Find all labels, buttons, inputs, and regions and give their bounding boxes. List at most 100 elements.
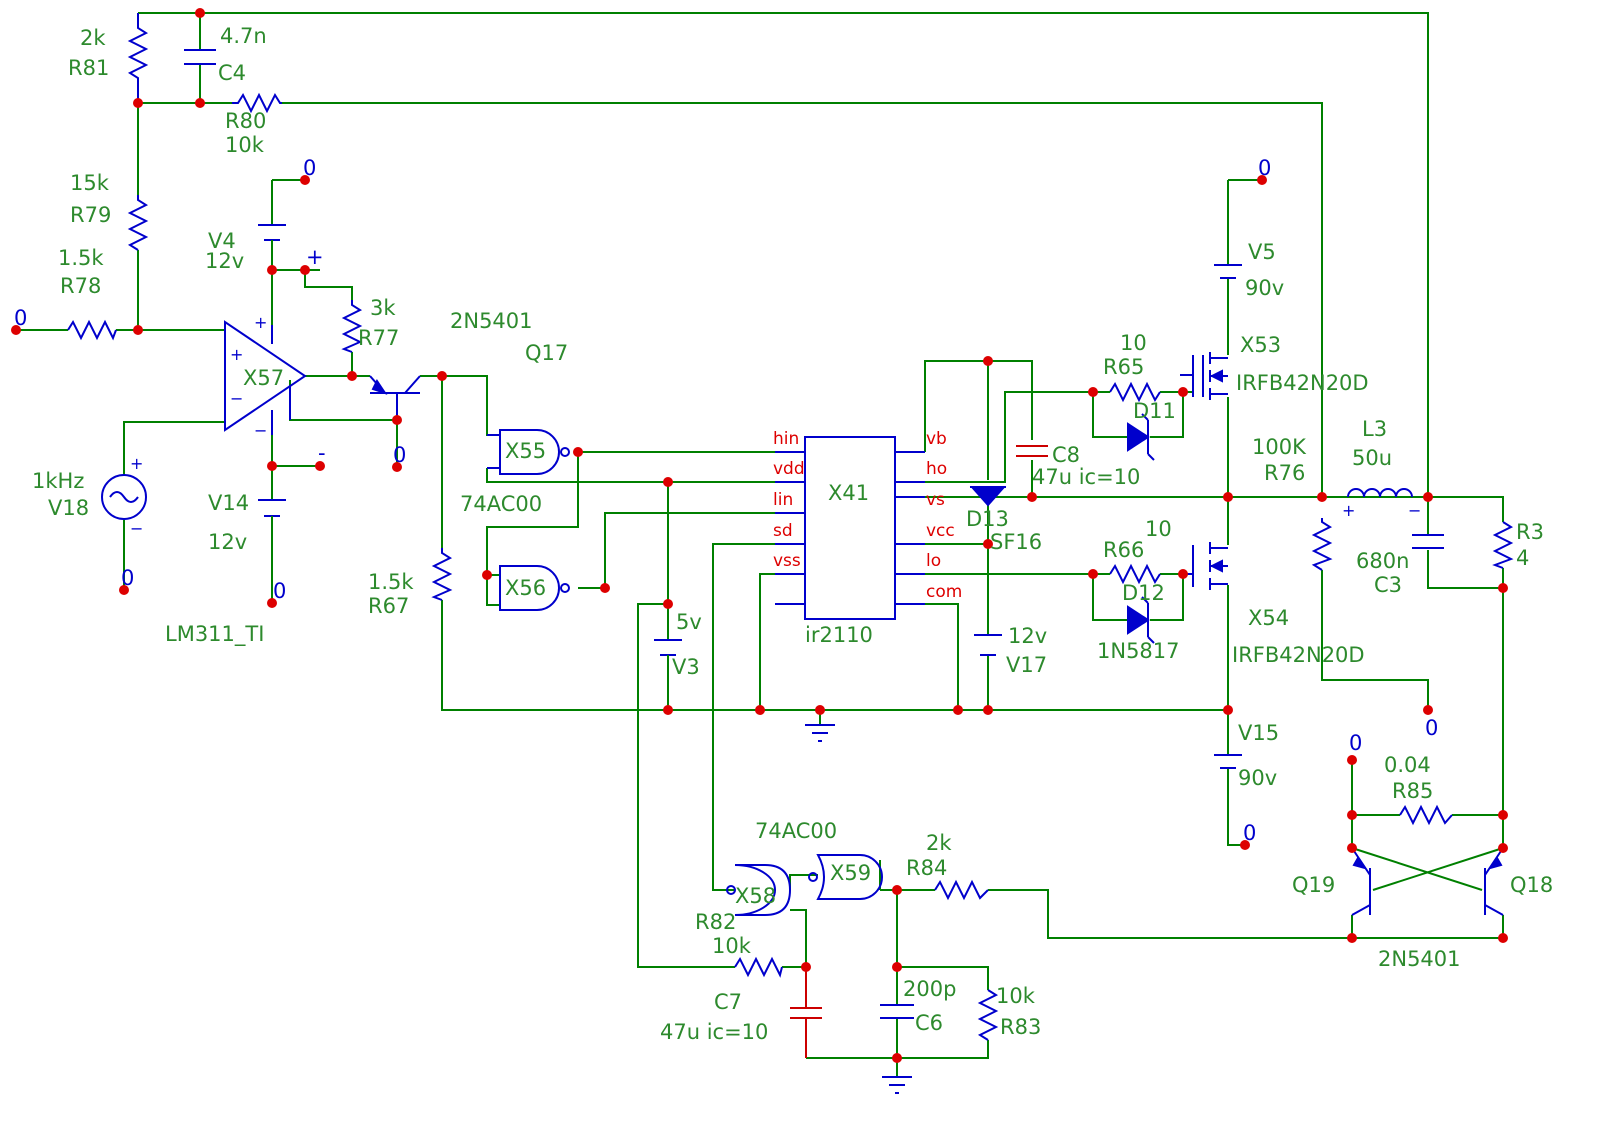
- zener-d11: [1127, 413, 1155, 461]
- label-r84: R84: [906, 856, 947, 880]
- source-v4: [258, 180, 286, 248]
- label-v4-val: 12v: [205, 249, 244, 273]
- label-v5: V5: [1248, 240, 1276, 264]
- wire-q17-col: [420, 375, 500, 436]
- capacitor-c6: [880, 1004, 914, 1019]
- label-r81: R81: [68, 56, 109, 80]
- label-r84-val: 2k: [926, 831, 952, 855]
- label-v17: V17: [1006, 653, 1047, 677]
- junction: [482, 570, 492, 580]
- junction: [267, 598, 277, 608]
- label-v4: V4: [208, 229, 236, 253]
- wire-x56-in2: [486, 575, 500, 606]
- junction: [1498, 933, 1508, 943]
- label-q17: Q17: [525, 341, 568, 365]
- label-d-type: 1N5817: [1097, 639, 1180, 663]
- ground-symbol-main: [805, 724, 835, 742]
- source-v14: [258, 499, 286, 530]
- junction: [815, 705, 825, 715]
- label-r67: R67: [368, 594, 409, 618]
- junction: [133, 325, 143, 335]
- resistor-r82: [734, 956, 783, 978]
- label-r78: R78: [60, 274, 101, 298]
- label-mosfet2: IRFB42N20D: [1232, 643, 1365, 667]
- node-gnd-v4: 0: [303, 156, 316, 180]
- label-c7-val: 47u ic=10: [660, 1020, 768, 1044]
- junction: [392, 415, 402, 425]
- label-r79-val: 15k: [70, 171, 110, 195]
- junction: [755, 705, 765, 715]
- label-q17-type: 2N5401: [450, 309, 533, 333]
- node-gnd-r78: 0: [14, 306, 27, 330]
- junction: [983, 705, 993, 715]
- junction: [892, 962, 902, 972]
- junction: [1240, 840, 1250, 850]
- label-v3-val: 5v: [676, 610, 702, 634]
- source-v5: [1214, 264, 1242, 279]
- label-c3: C3: [1374, 573, 1402, 597]
- junction: [347, 371, 357, 381]
- wire-vss: [759, 573, 775, 710]
- label-x58: X58: [735, 884, 776, 908]
- label-gate-type-1: 74AC00: [460, 492, 542, 516]
- wire-v15-bot: [1227, 768, 1245, 846]
- ac-source-v18: [101, 474, 147, 520]
- junction: [663, 477, 673, 487]
- label-c8: C8: [1052, 443, 1080, 467]
- resistor-r80: [232, 92, 282, 114]
- label-q19: Q19: [1292, 873, 1335, 897]
- node-v4-plus: +: [306, 245, 324, 269]
- label-c4-val: 4.7n: [220, 24, 267, 48]
- resistor-r85: [1399, 804, 1453, 826]
- label-freq: 1kHz: [32, 469, 84, 493]
- junction: [267, 461, 277, 471]
- junction: [195, 98, 205, 108]
- label-r83-val: 10k: [996, 984, 1036, 1008]
- label-mosfet1: IRFB42N20D: [1236, 371, 1369, 395]
- opamp-in-plus: +: [230, 345, 243, 364]
- wire-d11-l: [1092, 392, 1128, 438]
- node-gnd-q17: 0: [393, 443, 406, 467]
- label-c6-val: 200p: [903, 977, 956, 1001]
- nand-gate-x58: [726, 864, 792, 916]
- wire-r80-bus: [282, 102, 1323, 497]
- wire-c3-bot: [1427, 550, 1503, 589]
- junction: [1347, 810, 1357, 820]
- wire-r77-top: [304, 270, 353, 300]
- junction: [11, 325, 21, 335]
- junction: [300, 175, 310, 185]
- label-c7: C7: [714, 990, 742, 1014]
- junction: [1178, 569, 1188, 579]
- label-r82: R82: [695, 910, 736, 934]
- junction: [1498, 843, 1508, 853]
- ic-ir2110: [775, 436, 925, 620]
- pin-vb: vb: [926, 429, 947, 449]
- wire-ho: [925, 391, 1093, 483]
- junction: [392, 462, 402, 472]
- resistor-r3: [1492, 521, 1514, 569]
- wire-r76-bot: [1321, 570, 1429, 710]
- node-gnd-v5: 0: [1258, 156, 1271, 180]
- inductor-l3: [1322, 488, 1413, 498]
- label-q18: Q18: [1510, 873, 1553, 897]
- label-c4: C4: [218, 61, 246, 85]
- wire-d12-l: [1092, 574, 1128, 621]
- label-r3-val: 4: [1516, 546, 1529, 570]
- junctions: [11, 8, 1508, 1063]
- label-ir2110: ir2110: [805, 623, 873, 647]
- label-r77: R77: [358, 326, 399, 350]
- label-v3: V3: [672, 655, 700, 679]
- label-r76-val: 100K: [1252, 435, 1307, 459]
- transistor-q18: [1484, 847, 1504, 916]
- label-r85-val: 0.04: [1384, 753, 1431, 777]
- opamp-x57: [224, 320, 307, 435]
- label-x54: X54: [1248, 606, 1289, 630]
- label-v18: V18: [48, 496, 89, 520]
- v18-plus: +: [130, 454, 143, 473]
- label-r76: R76: [1264, 461, 1305, 485]
- source-v15: [1214, 754, 1242, 769]
- wire-x58-out: [789, 874, 818, 890]
- junction: [953, 705, 963, 715]
- junction: [1347, 933, 1357, 943]
- junction: [1498, 810, 1508, 820]
